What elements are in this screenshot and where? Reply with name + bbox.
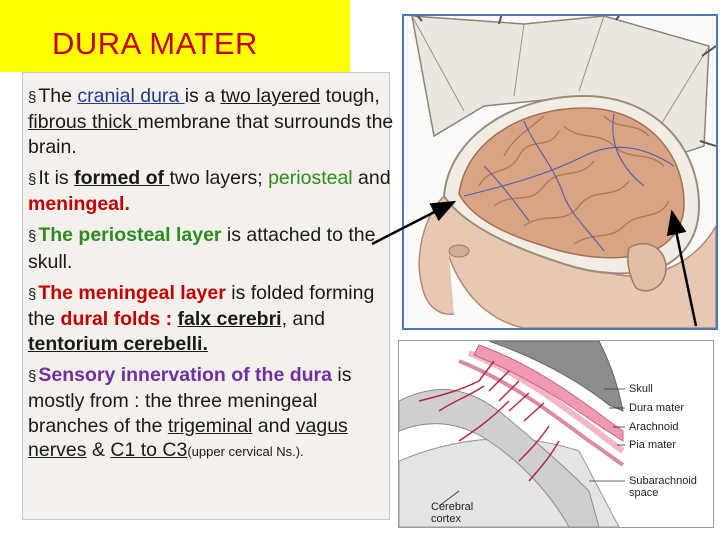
bullet-icon: § — [28, 89, 37, 106]
label-skull: Skull — [629, 383, 653, 395]
title-box — [0, 0, 350, 72]
meninges-layers-diagram: Skull Dura mater Arachnoid Pia mater Sub… — [398, 340, 714, 528]
page-title: DURA MATER — [52, 26, 258, 61]
arrow-periosteal — [371, 200, 457, 246]
head-illustration — [402, 14, 718, 330]
text-panel — [22, 72, 390, 520]
bullet-two-layers: §It is formed of two layers; periosteal … — [28, 166, 391, 216]
body-text: §The cranial dura is a two layered tough… — [28, 84, 394, 471]
bullet-meningeal: §The meningeal layer is folded forming t… — [28, 282, 375, 355]
layers-drawing — [399, 341, 625, 527]
bullet-periosteal: §The periosteal layer is attached to the… — [28, 224, 376, 273]
bullet-icon: § — [28, 228, 37, 246]
label-arachnoid: Arachnoid — [629, 421, 679, 433]
label-subarachnoid-space: Subarachnoid space — [629, 475, 697, 499]
arrow-meningeal — [666, 209, 698, 327]
bullet-icon: § — [28, 286, 37, 304]
head-drawing — [411, 16, 716, 328]
bullet-icon: § — [28, 170, 37, 188]
label-pia-mater: Pia mater — [629, 439, 677, 451]
label-cerebral-cortex: Cerebral cortex — [431, 501, 474, 525]
bullet-icon: § — [28, 367, 37, 385]
label-dura-mater: Dura mater — [629, 402, 685, 414]
bullet-cranial-dura: §The cranial dura is a two layered tough… — [28, 85, 394, 158]
bullet-innervation: §Sensory innervation of the dura is most… — [28, 363, 352, 461]
